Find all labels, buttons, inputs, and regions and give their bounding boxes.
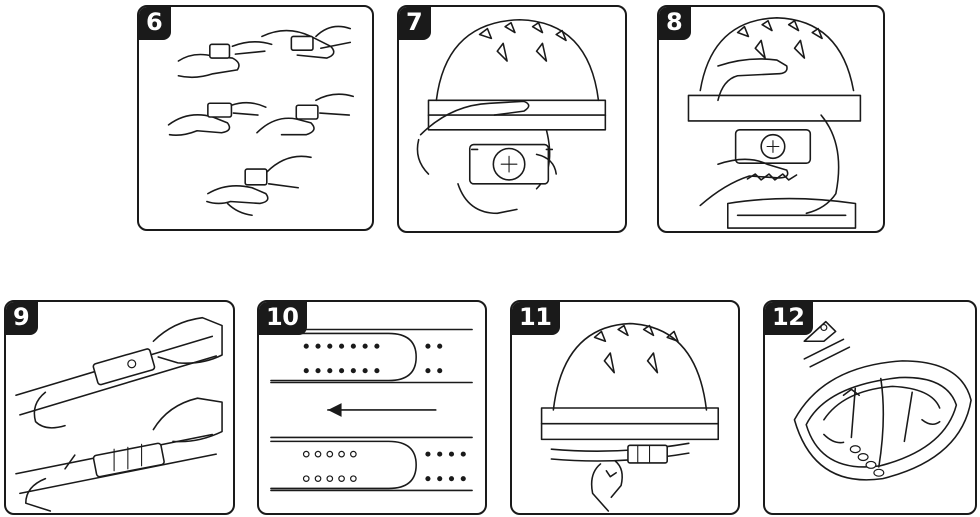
step-8-panel: 8 [657, 5, 885, 233]
step-number-badge: 6 [137, 5, 171, 40]
step-6-panel: 6 [137, 5, 374, 231]
helmet-on-head-ratchet-tighten-icon [659, 7, 883, 231]
hands-attaching-chinstrap-clips-icon [139, 7, 372, 229]
step-number-badge: 10 [257, 300, 307, 335]
step-number-badge: 8 [657, 5, 691, 40]
step-number-badge: 11 [510, 300, 560, 335]
step-number-badge: 12 [763, 300, 813, 335]
step-number-badge: 9 [4, 300, 38, 335]
step-7-panel: 7 [397, 5, 627, 233]
step-12-panel: 12 [763, 300, 977, 515]
hands-sliding-strap-buckle-icon [6, 302, 233, 513]
helmet-headband-ratchet-adjust-icon [399, 7, 625, 231]
step-9-panel: 9 [4, 300, 235, 515]
step-10-panel: 10 [257, 300, 487, 515]
step-11-panel: 11 [510, 300, 740, 515]
step-number-badge: 7 [397, 5, 431, 40]
